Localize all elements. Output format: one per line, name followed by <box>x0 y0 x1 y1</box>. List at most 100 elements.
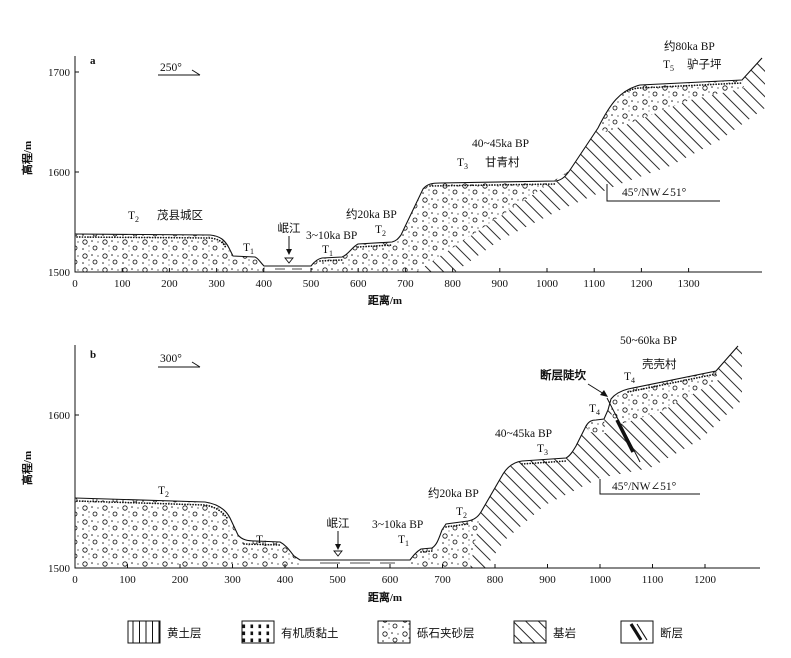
x-tick-label: 0 <box>72 574 78 586</box>
x-tick-label: 400 <box>256 278 273 290</box>
age-label: 约20ka BP <box>428 486 479 500</box>
y-tick-label: 1500 <box>48 267 71 279</box>
attitude-bracket <box>599 479 700 495</box>
clay-top-layer <box>627 373 717 393</box>
terrace-label-t1-left: T1 <box>256 534 267 548</box>
terrace-letter: T <box>624 371 631 383</box>
age-label: 约80ka BP <box>664 39 715 53</box>
terrace-letter: T <box>456 506 463 518</box>
terrace-letter: T <box>243 242 250 254</box>
age-label: 3~10ka BP <box>306 230 357 242</box>
x-tick-label: 1000 <box>589 574 612 586</box>
black-blocks-icon <box>241 620 275 644</box>
x-axis-title: 距离/m <box>368 293 402 307</box>
terrace-number: 4 <box>631 376 635 385</box>
clay-top-layer <box>420 523 469 553</box>
clay-top-layer <box>76 500 228 519</box>
gravel-deposit-t1-t2 <box>308 235 410 272</box>
ground-surface-line <box>74 345 739 561</box>
terrace-label-t2-left: T2 <box>128 210 139 224</box>
y-tick-label: 1700 <box>48 67 71 79</box>
terrace-letter: T <box>375 224 382 236</box>
y-tick-label: 1600 <box>48 410 71 422</box>
terrace-number: 2 <box>463 511 467 520</box>
terrace-letter: T <box>457 157 464 169</box>
x-axis-title: 距离/m <box>368 590 402 604</box>
clay-top-layer <box>243 543 281 546</box>
x-tick-label: 1200 <box>630 278 653 290</box>
gravel-deposit-t4-small <box>586 419 606 433</box>
x-tick-label: 500 <box>303 278 320 290</box>
age-label: 40~45ka BP <box>472 138 529 150</box>
clay-top-layer <box>319 244 393 262</box>
terrace-label-t1-right: T1 <box>322 244 333 258</box>
legend-label-organic-clay: 有机质黏土 <box>281 626 339 640</box>
terrace-letter: T <box>256 534 263 546</box>
bedrock-area <box>470 346 742 568</box>
y-axis-title: 高程/m <box>20 141 34 175</box>
y-tick-label: 1500 <box>48 563 71 575</box>
terrace-label-t2-right: T2 <box>375 224 386 238</box>
direction-label: 300° <box>160 353 182 365</box>
legend-label-loess: 黄土层 <box>167 626 202 640</box>
terrace-label-t5: T5 <box>663 59 674 73</box>
x-tick-label: 0 <box>72 278 78 290</box>
terrace-number: 3 <box>544 448 548 457</box>
gravel-deposit-t1-t2 <box>408 512 481 568</box>
panel-label: a <box>90 55 96 67</box>
place-label: 茂县城区 <box>157 208 203 222</box>
terrace-number: 1 <box>263 539 267 548</box>
fault-icon <box>629 623 643 641</box>
y-tick-marks <box>75 71 79 173</box>
x-tick-label: 700 <box>434 574 451 586</box>
x-tick-label: 100 <box>119 574 136 586</box>
x-tick-label: 1100 <box>642 574 664 586</box>
x-tick-label: 900 <box>492 278 509 290</box>
terrace-label-t3: T3 <box>537 443 548 457</box>
gravel-deposit-t3 <box>401 170 570 272</box>
terrace-number: 1 <box>405 539 409 548</box>
legend-label-bedrock: 基岩 <box>553 626 576 640</box>
clay-top-layer <box>429 183 557 187</box>
x-tick-label: 400 <box>277 574 294 586</box>
legend: 黄土层 有机质黏土 砾石夹砂层 基岩 断层 <box>127 620 683 644</box>
gravel-deposit-t4 <box>611 371 718 424</box>
terrace-letter: T <box>589 403 596 415</box>
terrace-label-t4-small: T4 <box>589 403 600 417</box>
clay-top-layer <box>521 460 567 465</box>
x-tick-label: 900 <box>539 574 556 586</box>
x-tick-label: 300 <box>224 574 241 586</box>
x-tick-label: 1300 <box>678 278 701 290</box>
x-tick-label: 1000 <box>536 278 559 290</box>
x-tick-label: 1200 <box>694 574 717 586</box>
gravel-deposit-t5 <box>598 80 744 132</box>
bedrock-area <box>416 58 765 272</box>
bedrock-attitude-label: 45°/NW∠51° <box>612 481 677 493</box>
fault-scarp-arrow-icon <box>587 383 605 395</box>
terrace-number: 1 <box>250 247 254 256</box>
ground-surface-line <box>74 57 763 267</box>
terrace-number: 2 <box>165 490 169 499</box>
terrace-label-t1-right: T1 <box>398 534 409 548</box>
terrace-number: 5 <box>670 64 674 73</box>
vertical-lines-icon <box>127 620 161 644</box>
bedrock-attitude-label: 45°/NW∠51° <box>622 187 687 199</box>
terrace-number: 1 <box>329 249 333 258</box>
arrowhead-icon <box>286 249 292 255</box>
direction-arrow-icon <box>158 361 201 368</box>
river-label: 岷江 <box>278 222 301 235</box>
terrace-label-t3: T3 <box>457 157 468 171</box>
age-label: 50~60ka BP <box>620 335 677 347</box>
terrace-number: 2 <box>382 229 386 238</box>
y-axis-title: 高程/m <box>20 451 34 485</box>
gravel-deposit-left <box>75 498 302 568</box>
water-level-triangle-icon <box>333 550 343 557</box>
x-tick-label: 500 <box>329 574 346 586</box>
terrace-letter: T <box>663 59 670 71</box>
terrace-letter: T <box>158 485 165 497</box>
legend-label-gravel: 砾石夹砂层 <box>417 627 475 640</box>
